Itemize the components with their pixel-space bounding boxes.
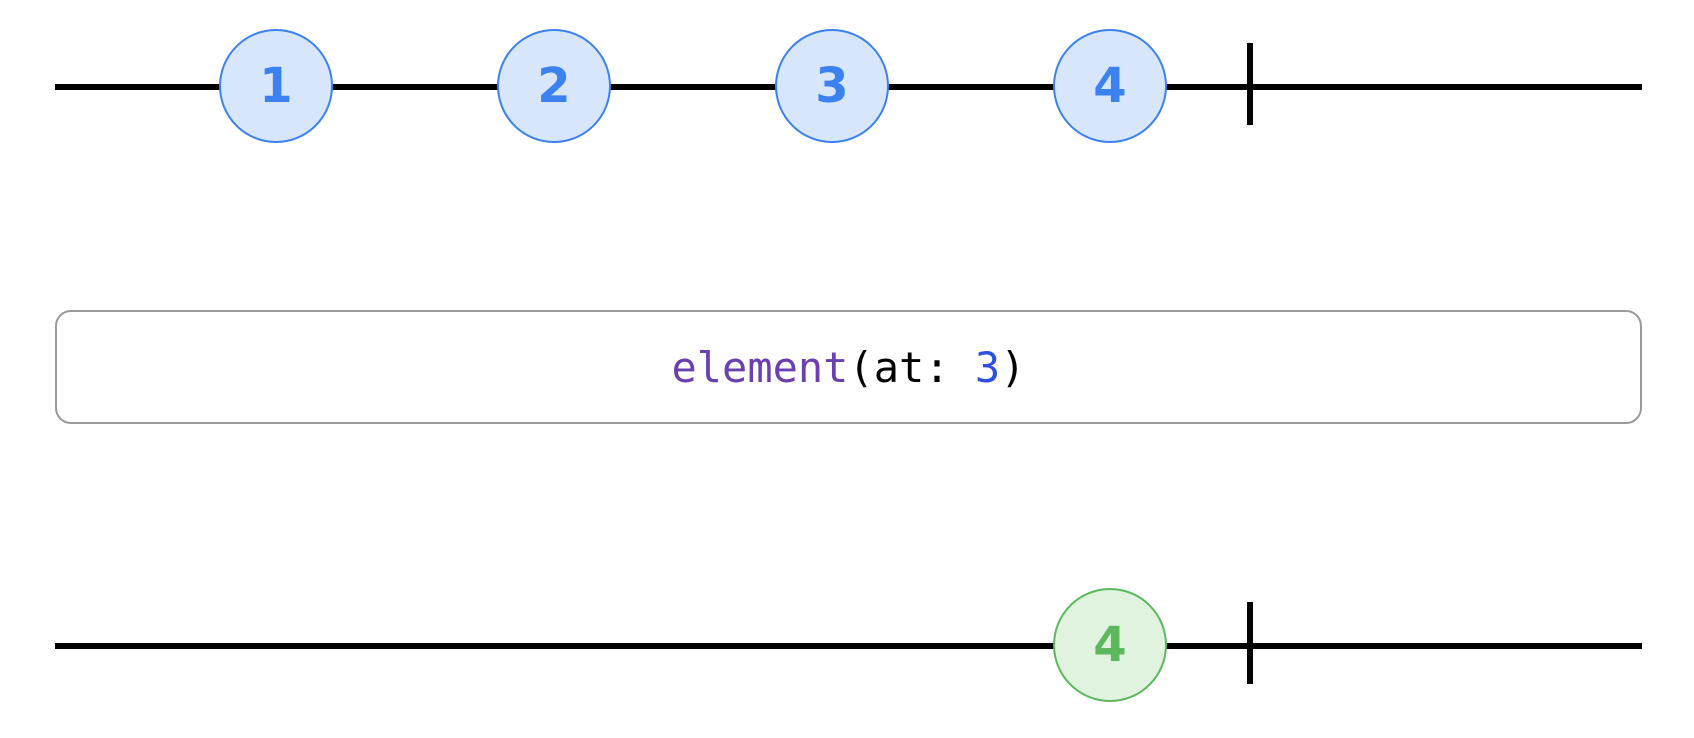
output-completion-marker: [1247, 602, 1253, 684]
operator-argument: 3: [974, 342, 1001, 392]
input-marble-2: 2: [497, 29, 611, 143]
input-completion-marker: [1247, 43, 1253, 125]
operator-box: element(at: 3): [55, 310, 1642, 424]
input-marble-3: 3: [775, 29, 889, 143]
input-marble-4: 4: [1053, 29, 1167, 143]
output-timeline-axis: [55, 643, 1642, 649]
operator-open-paren-label: (at:: [848, 342, 975, 392]
operator-function-name: element: [671, 342, 849, 392]
output-marble-4: 4: [1053, 588, 1167, 702]
operator-close-paren: ): [1000, 342, 1026, 392]
output-timeline: 4: [0, 586, 1694, 706]
operator-code: element(at: 3): [671, 343, 1025, 392]
input-marble-1: 1: [219, 29, 333, 143]
input-timeline: 1 2 3 4: [0, 27, 1694, 147]
